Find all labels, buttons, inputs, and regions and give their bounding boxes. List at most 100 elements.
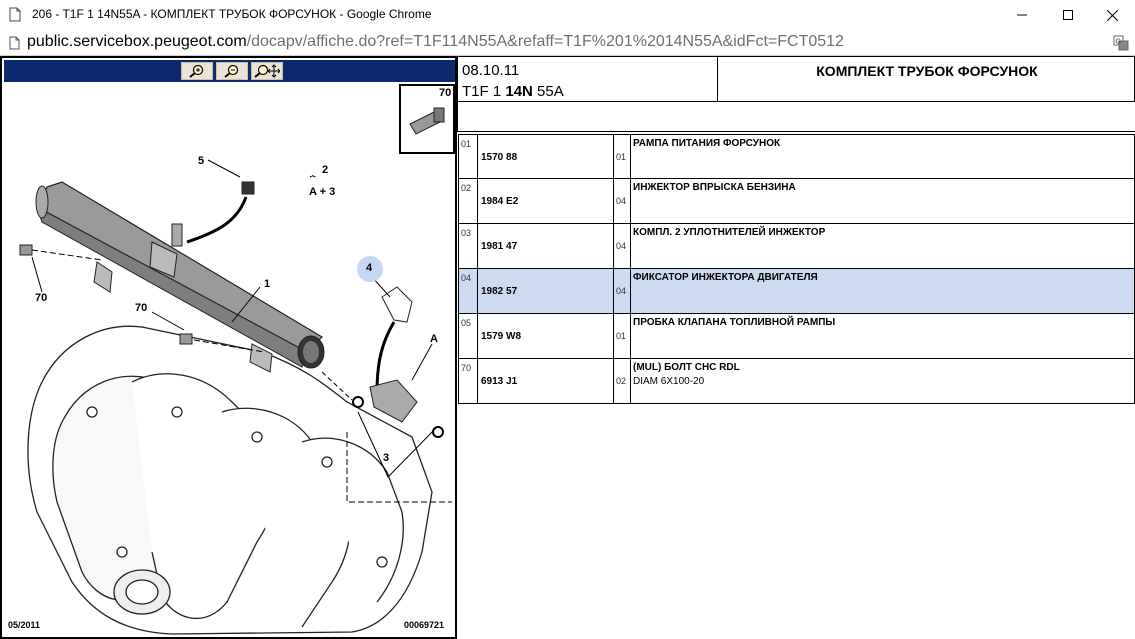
part-reference: 6913 J1: [481, 376, 518, 387]
part-description: РАМПА ПИТАНИЯ ФОРСУНОК: [633, 138, 781, 149]
brace-part-2: ⏞: [310, 175, 316, 185]
title-bar: 206 - T1F 1 14N55A - КОМПЛЕКТ ТРУБОК ФОР…: [0, 0, 1135, 30]
part-quantity: 01: [616, 152, 627, 162]
cell-description: ИНЖЕКТОР ВПРЫСКА БЕНЗИНА: [631, 179, 1134, 223]
zoom-in-button[interactable]: [181, 62, 213, 80]
zoom-out-icon: [224, 64, 239, 78]
document-icon: [9, 7, 21, 22]
label-part-3: 3: [383, 452, 390, 464]
cell-reference: 1982 57: [478, 269, 614, 313]
table-row[interactable]: 70 6913 J1 02 (MUL) БОЛТ CHC RDL DIAM 6X1…: [458, 359, 1135, 404]
part-reference: 1570 88: [481, 152, 518, 163]
maximize-button[interactable]: [1045, 0, 1091, 30]
diagram-panel: 5 2 ⏞ A + 3 4 1 70 70 A 3 70 05/2011 000…: [0, 56, 457, 639]
small-parts: [19, 181, 444, 438]
diagram-date: 05/2011: [8, 620, 41, 630]
cell-quantity: 04: [614, 179, 631, 223]
cell-quantity: 02: [614, 359, 631, 403]
label-part-2: 2: [322, 164, 329, 176]
part-quantity: 01: [616, 331, 627, 341]
cell-description: РАМПА ПИТАНИЯ ФОРСУНОК: [631, 135, 1134, 178]
position-number: 02: [461, 183, 472, 193]
address-bar[interactable]: public.servicebox.peugeot.com/docapv/aff…: [0, 30, 1135, 56]
parts-diagram: 5 2 ⏞ A + 3 4 1 70 70 A 3 70 05/2011 000…: [2, 82, 455, 637]
table-row[interactable]: 02 1984 E2 04 ИНЖЕКТОР ВПРЫСКА БЕНЗИНА: [458, 179, 1135, 224]
label-inset-70: 70: [439, 87, 452, 99]
position-number: 70: [461, 363, 472, 373]
translate-icon[interactable]: G: [1113, 35, 1129, 51]
parts-panel: 08.10.11 T1F 1 14N 55A КОМПЛЕКТ ТРУБОК Ф…: [457, 56, 1135, 639]
cell-reference: 1579 W8: [478, 314, 614, 358]
close-icon: [1106, 9, 1118, 21]
doc-code-suffix: 55A: [532, 83, 564, 100]
table-row-selected[interactable]: 04 1982 57 04 ФИКСАТОР ИНЖЕКТОРА ДВИГАТЕ…: [458, 269, 1135, 314]
cell-description: КОМПЛ. 2 УПЛОТНИТЕЛЕЙ ИНЖЕКТОР: [631, 224, 1134, 268]
url-host: public.servicebox.peugeot.com: [27, 33, 247, 50]
cell-reference: 1981 47: [478, 224, 614, 268]
cell-position: 05: [459, 314, 478, 358]
diagram-code: 00069721: [404, 620, 445, 630]
label-part-4: 4: [366, 262, 373, 274]
part-reference: 1984 E2: [481, 196, 519, 207]
url-text: public.servicebox.peugeot.com/docapv/aff…: [27, 33, 844, 51]
window-title: 206 - T1F 1 14N55A - КОМПЛЕКТ ТРУБОК ФОР…: [32, 7, 432, 21]
cell-position: 03: [459, 224, 478, 268]
doc-code-bold: 14N: [505, 83, 533, 100]
label-part-A: A: [430, 333, 438, 345]
part-reference: 1982 57: [481, 286, 518, 297]
doc-header-info: 08.10.11 T1F 1 14N 55A: [457, 56, 717, 102]
cell-description: ФИКСАТОР ИНЖЕКТОРА ДВИГАТЕЛЯ: [631, 269, 1134, 313]
label-part-1: 1: [264, 278, 271, 290]
svg-text:G: G: [1116, 39, 1121, 46]
cell-quantity: 01: [614, 135, 631, 178]
part-description: ИНЖЕКТОР ВПРЫСКА БЕНЗИНА: [633, 182, 796, 193]
part-reference: 1981 47: [481, 241, 518, 252]
cell-description: (MUL) БОЛТ CHC RDL DIAM 6X100-20: [631, 359, 1134, 403]
callout-bubble-4: [357, 256, 383, 282]
label-part-2-sub: A + 3: [309, 186, 336, 198]
part-quantity: 02: [616, 376, 627, 386]
minimize-button[interactable]: [999, 0, 1045, 30]
cell-reference: 1570 88: [478, 135, 614, 178]
cell-position: 04: [459, 269, 478, 313]
part-quantity: 04: [616, 286, 627, 296]
close-button[interactable]: [1089, 0, 1135, 30]
position-number: 03: [461, 228, 472, 238]
cell-reference: 1984 E2: [478, 179, 614, 223]
label-part-70-left: 70: [35, 292, 48, 304]
part-description: (MUL) БОЛТ CHC RDL: [633, 362, 740, 373]
label-part-5: 5: [198, 155, 205, 167]
zoom-pan-icon: [254, 64, 280, 78]
table-row[interactable]: 03 1981 47 04 КОМПЛ. 2 УПЛОТНИТЕЛЕЙ ИНЖЕ…: [458, 224, 1135, 269]
exploded-view-drawing: [19, 84, 455, 635]
cell-position: 02: [459, 179, 478, 223]
url-path: /docapv/affiche.do?ref=T1F114N55A&refaff…: [246, 33, 844, 50]
header-spacer: [457, 102, 1135, 132]
table-row[interactable]: 01 1570 88 01 РАМПА ПИТАНИЯ ФОРСУНОК: [458, 134, 1135, 179]
part-description-detail: DIAM 6X100-20: [633, 376, 705, 387]
zoom-pan-button[interactable]: [251, 62, 283, 80]
part-description: КОМПЛ. 2 УПЛОТНИТЕЛЕЙ ИНЖЕКТОР: [633, 227, 826, 238]
doc-code-prefix: T1F 1: [462, 83, 506, 100]
part-quantity: 04: [616, 196, 627, 206]
maximize-icon: [1063, 10, 1073, 20]
part-reference: 1579 W8: [481, 331, 522, 342]
fuel-rail-shape: [35, 181, 325, 373]
position-number: 01: [461, 139, 472, 149]
minimize-icon: [1017, 14, 1027, 16]
table-row[interactable]: 05 1579 W8 01 ПРОБКА КЛАПАНА ТОПЛИВНОЙ Р…: [458, 314, 1135, 359]
zoom-out-button[interactable]: [216, 62, 248, 80]
cell-position: 70: [459, 359, 478, 403]
doc-date: 08.10.11: [462, 62, 520, 79]
doc-header-title: КОМПЛЕКТ ТРУБОК ФОРСУНОК: [717, 56, 1135, 102]
zoom-toolbar: [4, 60, 455, 82]
cell-reference: 6913 J1: [478, 359, 614, 403]
intake-manifold-shape: [27, 325, 433, 635]
page-icon: [9, 36, 20, 50]
part-description: ФИКСАТОР ИНЖЕКТОРА ДВИГАТЕЛЯ: [633, 272, 818, 283]
position-number: 04: [461, 273, 472, 283]
cell-position: 01: [459, 135, 478, 178]
parts-table: 01 1570 88 01 РАМПА ПИТАНИЯ ФОРСУНОК 02 …: [458, 134, 1135, 404]
cell-quantity: 04: [614, 224, 631, 268]
